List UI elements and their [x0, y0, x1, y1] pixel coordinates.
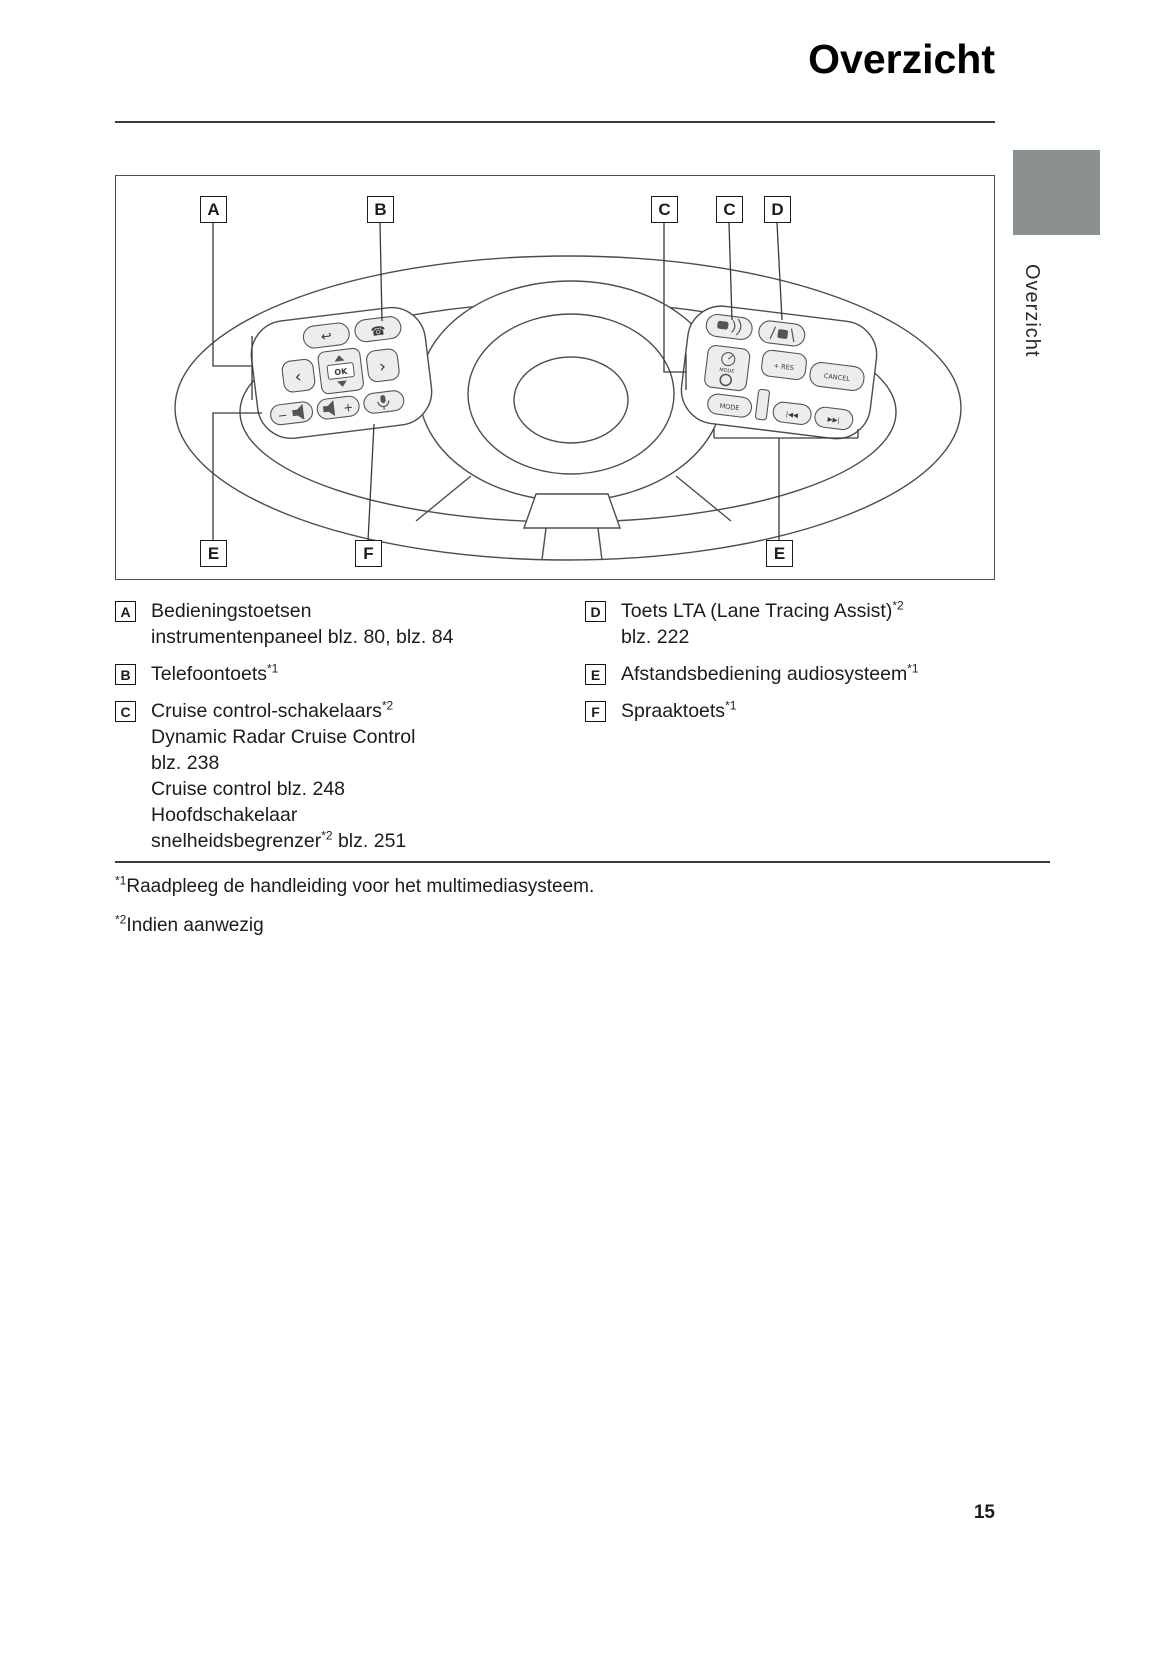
back-icon: ↩ [320, 329, 333, 345]
left-control-pod: ↩ ☎ ‹ OK › [250, 306, 433, 439]
speed-limit-icon [719, 373, 733, 387]
footnote-marker: *1 [115, 873, 127, 888]
volume-up-button: + [316, 395, 360, 420]
legend-key: A [115, 601, 136, 622]
lta-button [758, 320, 806, 347]
footnotes: *1Raadpleeg de handleiding voor het mult… [115, 874, 594, 952]
vehicle-distance-button [705, 313, 753, 340]
mic-icon [380, 395, 386, 404]
control-stalk [754, 388, 770, 421]
footnote-2: *2Indien aanwezig [115, 913, 594, 939]
legend-text: Telefoontoets*1 [151, 661, 279, 686]
leader-lines [212, 222, 859, 542]
callout-c1: C [651, 196, 678, 223]
phone-button: ☎ [354, 316, 402, 343]
phone-icon: ☎ [370, 323, 387, 339]
footnote-text: Raadpleeg de handleiding voor het multim… [126, 876, 595, 897]
radar-waves-icon [731, 318, 742, 336]
wheel-hub-center [513, 356, 629, 444]
car-icon [777, 329, 789, 339]
ok-label: OK [334, 367, 349, 378]
steering-wheel-figure: ↩ ☎ ‹ OK › [115, 175, 995, 580]
chapter-tab [1013, 150, 1100, 235]
page-title: Overzicht [808, 36, 995, 82]
legend-key: E [585, 664, 606, 685]
legend-key: B [115, 664, 136, 685]
callout-e2: E [766, 540, 793, 567]
car-icon [717, 320, 729, 330]
callout-a: A [200, 196, 227, 223]
arrow-left-button: ‹ [281, 358, 316, 393]
lane-lines-icon [769, 326, 795, 343]
callout-e1: E [200, 540, 227, 567]
audio-mode-button: MODE [707, 393, 753, 418]
legend-text: Afstandsbediening audiosysteem*1 [621, 661, 919, 686]
callout-d: D [764, 196, 791, 223]
mode-label: MODE [719, 367, 735, 375]
seek-back-icon: |◀◀ [785, 410, 798, 419]
footnote-text: Indien aanwezig [126, 915, 264, 936]
wheel-outer-rim [174, 255, 962, 561]
callout-f: F [355, 540, 382, 567]
right-control-pod: MODE + RES CANCEL MODE [680, 305, 878, 440]
speed-limiter-mode-button: MODE [704, 345, 751, 392]
legend-item-e: E Afstandsbediening audiosysteem*1 [585, 661, 1055, 687]
chapter-side-label: Overzicht [1021, 264, 1043, 358]
speaker-icon [322, 400, 336, 417]
arrow-up-icon [334, 355, 345, 362]
cancel-button: CANCEL [809, 361, 865, 391]
res-button: + RES [761, 349, 807, 381]
speedometer-icon [721, 352, 736, 367]
callout-b: B [367, 196, 394, 223]
ok-button: OK [317, 347, 364, 395]
seek-back-button: |◀◀ [772, 401, 812, 425]
seek-forward-button: ▶▶| [814, 406, 854, 431]
legend-text: Spraaktoets*1 [621, 698, 737, 723]
footnote-1: *1Raadpleeg de handleiding voor het mult… [115, 874, 594, 900]
legend-key: F [585, 701, 606, 722]
res-label: + RES [773, 362, 794, 372]
wheel-spokes [415, 475, 732, 522]
title-rule [115, 121, 995, 123]
chevron-left-icon: ‹ [294, 367, 303, 388]
arrow-right-button: › [366, 348, 400, 383]
mode-label: MODE [719, 402, 740, 412]
back-button: ↩ [302, 322, 350, 349]
seek-forward-icon: ▶▶| [827, 415, 840, 424]
page-number: 15 [973, 1502, 995, 1523]
plus-icon: + [342, 400, 354, 415]
legend-item-b: B Telefoontoets*1 [115, 661, 575, 687]
wheel-lower-spoke-lines [541, 527, 603, 561]
voice-button [363, 390, 405, 414]
footnote-marker: *2 [115, 912, 127, 927]
legend-key: C [115, 701, 136, 722]
arrow-down-icon [337, 380, 347, 387]
callout-c2: C [716, 196, 743, 223]
steering-wheel-diagram: ↩ ☎ ‹ OK › [174, 222, 962, 561]
chevron-right-icon: › [378, 357, 387, 378]
volume-down-button: − [270, 401, 314, 426]
wheel-lower-spoke [523, 493, 621, 529]
cancel-label: CANCEL [823, 372, 850, 383]
legend-item-f: F Spraaktoets*1 [585, 698, 1055, 724]
footnote-rule [115, 861, 1050, 863]
legend-key: D [585, 601, 606, 622]
minus-icon: − [277, 408, 289, 423]
speaker-icon [292, 403, 305, 420]
